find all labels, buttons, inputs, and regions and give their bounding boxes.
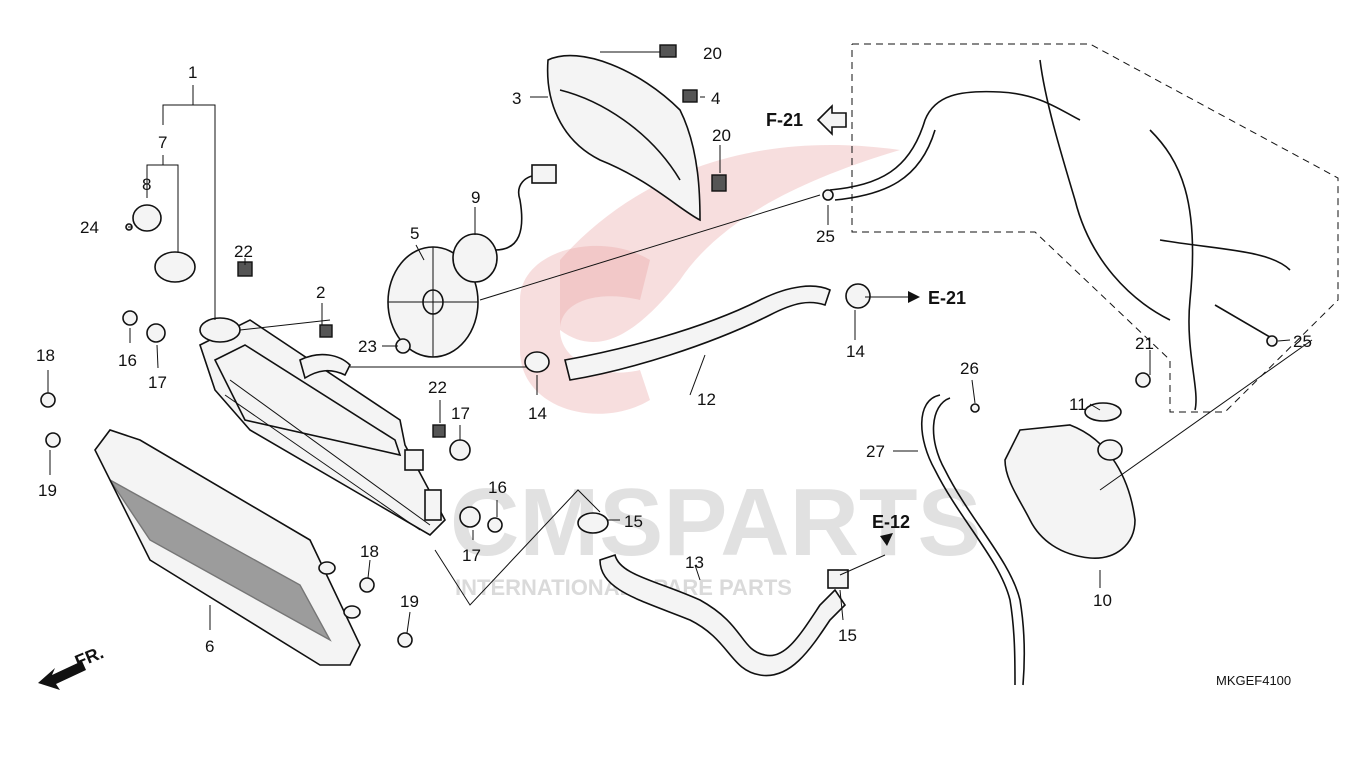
- reserve-tank: [1004, 402, 1136, 559]
- callout-17c: 17: [462, 546, 481, 565]
- callout-18a: 18: [36, 346, 55, 365]
- reference-arrows: [38, 104, 920, 690]
- e21-arrow-icon: [908, 291, 920, 303]
- fasteners: [40, 44, 1278, 648]
- diagram-code: MKGEF4100: [1216, 673, 1291, 688]
- callout-16b: 16: [488, 478, 507, 497]
- callout-5: 5: [410, 224, 419, 243]
- callout-23: 23: [358, 337, 377, 356]
- f21-arrow-icon: [816, 104, 847, 136]
- callout-19a: 19: [38, 481, 57, 500]
- callout-25a: 25: [816, 227, 835, 246]
- reference-f21: F-21: [766, 110, 803, 130]
- reference-e12: E-12: [872, 512, 910, 532]
- callout-17b: 17: [451, 404, 470, 423]
- callout-14a: 14: [528, 404, 547, 423]
- watermark: CMSPARTS INTERNATIONAL SPARE PARTS: [450, 144, 982, 600]
- front-direction-label: FR.: [72, 642, 106, 671]
- callout-14b: 14: [846, 342, 865, 361]
- callout-8: 8: [142, 175, 151, 194]
- radiator: [199, 317, 446, 537]
- callout-27: 27: [866, 442, 885, 461]
- callout-19b: 19: [400, 592, 419, 611]
- watermark-brand: CMSPARTS: [450, 469, 982, 576]
- callouts: 1 2 3 4 5 6 7 8 9 10 11 12 13 14 14 15 1…: [36, 44, 1312, 656]
- callout-3: 3: [512, 89, 521, 108]
- lower-hose: [599, 553, 847, 677]
- callout-2: 2: [316, 283, 325, 302]
- e12-arrow-icon: [880, 533, 893, 546]
- callout-4: 4: [711, 89, 720, 108]
- fan: [387, 246, 479, 358]
- watermark-wing-shape: [560, 144, 900, 342]
- callout-9: 9: [471, 188, 480, 207]
- callout-10: 10: [1093, 591, 1112, 610]
- callout-12: 12: [697, 390, 716, 409]
- callout-7: 7: [158, 133, 167, 152]
- callout-26: 26: [960, 359, 979, 378]
- callout-16a: 16: [118, 351, 137, 370]
- callout-17a: 17: [148, 373, 167, 392]
- upper-hose: [564, 285, 831, 381]
- callout-18b: 18: [360, 542, 379, 561]
- callout-24: 24: [80, 218, 99, 237]
- callout-22b: 22: [428, 378, 447, 397]
- fan-shroud: [546, 54, 701, 222]
- reference-e21: E-21: [928, 288, 966, 308]
- overflow-hose: [921, 394, 1016, 686]
- leader-lines: [47, 51, 1313, 634]
- subassembly-boundary: [851, 43, 1339, 413]
- callout-6: 6: [205, 637, 214, 656]
- callout-20b: 20: [712, 126, 731, 145]
- callout-11: 11: [1069, 395, 1087, 414]
- callout-21: 21: [1135, 334, 1154, 353]
- front-arrow-icon: [38, 661, 86, 690]
- callout-20a: 20: [703, 44, 722, 63]
- breather-hoses: [829, 59, 1291, 411]
- watermark-gear-shape: [520, 245, 650, 414]
- callout-25b: 25: [1293, 332, 1312, 351]
- callout-22a: 22: [234, 242, 253, 261]
- callout-13: 13: [685, 553, 704, 572]
- radiator-shroud: [94, 429, 361, 666]
- callout-15a: 15: [624, 512, 643, 531]
- callout-1: 1: [188, 63, 197, 82]
- callout-15b: 15: [838, 626, 857, 645]
